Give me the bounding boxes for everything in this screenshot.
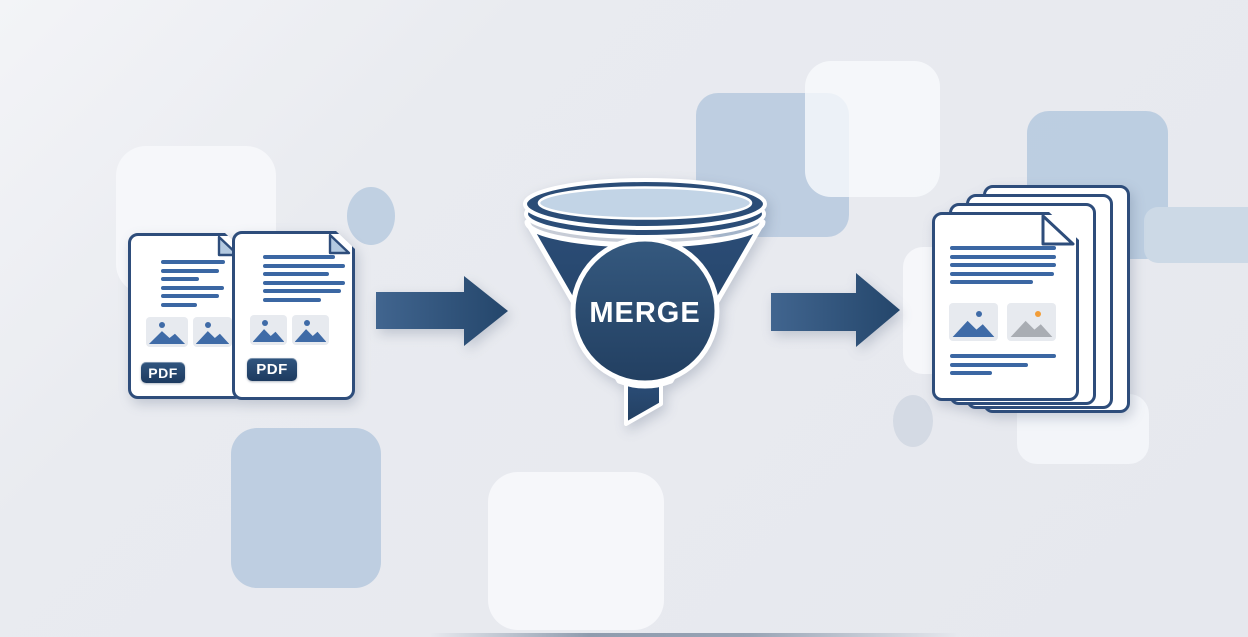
image-placeholder-icon <box>292 315 329 345</box>
pdf-document-card: PDF <box>232 231 355 400</box>
document-text-lines <box>950 246 1056 284</box>
image-placeholder-icon <box>949 303 998 341</box>
arrow-right-icon <box>771 273 900 347</box>
pdf-badge: PDF <box>247 358 297 381</box>
background-ellipse <box>893 395 933 447</box>
pdf-badge-label: PDF <box>256 361 288 378</box>
image-placeholder-icon <box>193 317 232 347</box>
document-text-lines <box>263 255 345 302</box>
arrow-right-icon <box>376 276 508 346</box>
folded-corner-icon <box>1043 215 1076 248</box>
background-ellipse <box>347 187 395 245</box>
merge-funnel-icon: MERGE <box>523 178 767 426</box>
background-square <box>488 472 664 630</box>
background-square <box>1144 207 1248 263</box>
background-square <box>231 428 381 588</box>
merged-document-stack <box>930 184 1140 416</box>
merge-label: MERGE <box>589 297 700 329</box>
merged-front-page <box>932 212 1079 401</box>
pdf-badge: PDF <box>141 362 185 383</box>
background-square <box>805 61 940 197</box>
image-placeholder-icon <box>250 315 287 345</box>
image-placeholder-icon <box>146 317 188 347</box>
bottom-edge-line <box>430 633 960 637</box>
folded-corner-icon <box>330 234 352 256</box>
image-placeholder-icon <box>1007 303 1056 341</box>
document-text-lines <box>950 354 1056 375</box>
pdf-document-card: PDF <box>128 233 244 399</box>
pdf-badge-label: PDF <box>148 364 178 381</box>
document-text-lines <box>161 260 225 307</box>
